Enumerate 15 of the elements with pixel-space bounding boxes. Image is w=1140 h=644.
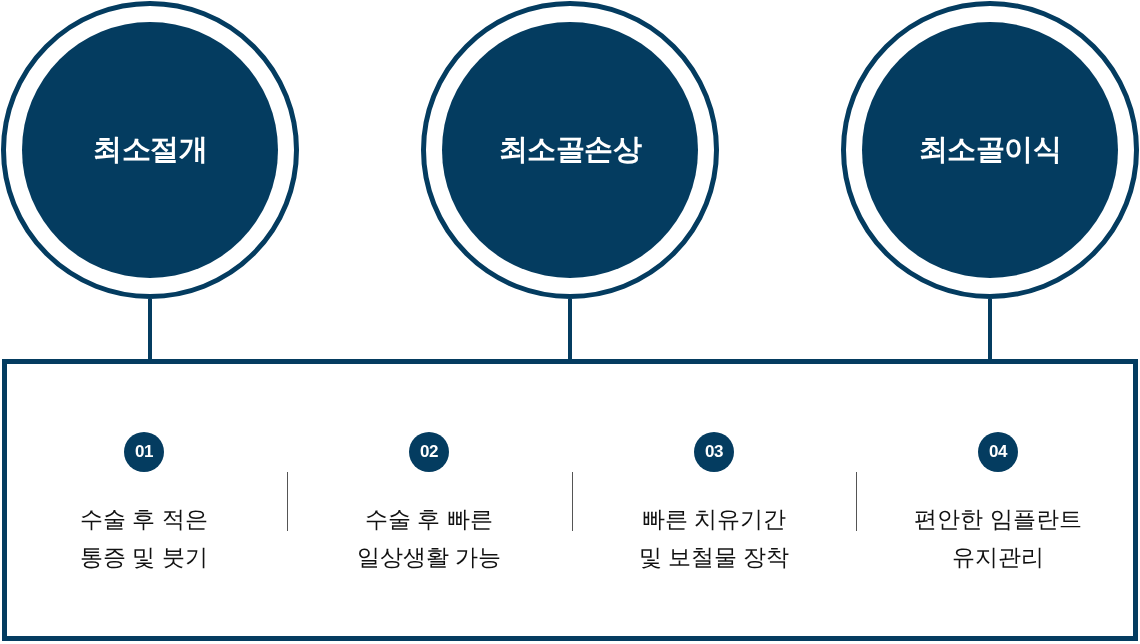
circle-label: 최소골이식: [918, 132, 1062, 167]
circle-label: 최소골손상: [498, 132, 642, 167]
feature-text: 빠른 치유기간 및 보철물 장착: [637, 505, 791, 572]
number-badge: 01: [124, 432, 164, 472]
connector-line: [988, 299, 992, 359]
number-badge: 02: [409, 432, 449, 472]
circle-label: 최소절개: [93, 132, 207, 167]
number-badge: 04: [978, 432, 1018, 472]
number-badge: 03: [694, 432, 734, 472]
feature-text: 수술 후 빠른 일상생활 가능: [355, 505, 503, 572]
feature-text: 편안한 임플란트 유지관리: [913, 505, 1083, 572]
connector-line: [148, 299, 152, 359]
feature-text: 수술 후 적은 통증 및 붓기: [79, 505, 209, 572]
connector-line: [568, 299, 572, 359]
content-panel: [2, 359, 1138, 641]
